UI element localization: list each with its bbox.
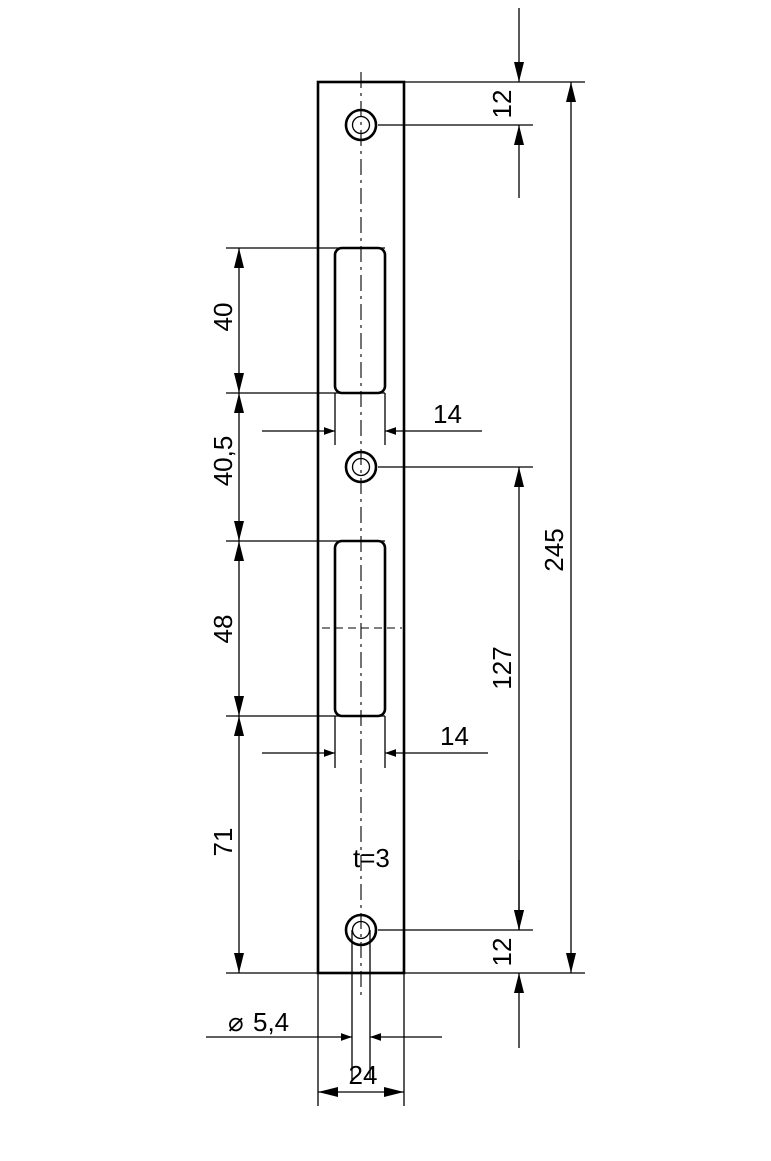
dim-upper-slot-length: 40 (208, 248, 244, 393)
dim-hole-spacing-label: 127 (487, 646, 517, 689)
dim-upper-slot-width-label: 14 (433, 399, 462, 429)
dim-upper-slot-length-label: 40 (208, 303, 238, 332)
middle-screw-hole (344, 450, 378, 484)
dim-lower-slot-to-end: 71 (208, 716, 244, 973)
dim-hole-diameter-label: 5,4 (253, 1007, 289, 1037)
dim-upper-slot-width: 14 (262, 393, 482, 445)
dim-total-length-label: 245 (539, 528, 569, 571)
dim-lower-slot-width: 14 (262, 716, 488, 768)
dim-hole-diameter: ⌀ 5,4 (206, 930, 442, 1080)
dim-lower-slot-width-label: 14 (440, 721, 469, 751)
dim-lower-slot-length-label: 48 (208, 615, 238, 644)
top-screw-hole (344, 108, 378, 142)
dim-bottom-hole-offset-label: 12 (487, 938, 517, 967)
dim-plate-width-label: 24 (349, 1060, 378, 1090)
thickness-label: t=3 (353, 843, 390, 873)
dim-hole-diameter-symbol: ⌀ (228, 1007, 244, 1037)
dim-top-hole-offset-label: 12 (487, 90, 517, 119)
upper-slot (333, 246, 387, 395)
dim-total-length: 245 (404, 82, 585, 974)
dim-left-chain (226, 247, 385, 974)
dim-plate-width: 24 (317, 973, 405, 1106)
dim-slot-gap: 40,5 (208, 393, 244, 541)
dim-lower-slot-length: 48 (208, 541, 244, 716)
dim-lower-slot-to-end-label: 71 (208, 828, 238, 857)
dim-top-hole-offset: 12 (378, 8, 585, 198)
dim-slot-gap-label: 40,5 (208, 436, 238, 487)
dim-bottom-hole-offset: 12 (487, 860, 524, 1048)
dim-hole-spacing: 127 (378, 466, 533, 931)
